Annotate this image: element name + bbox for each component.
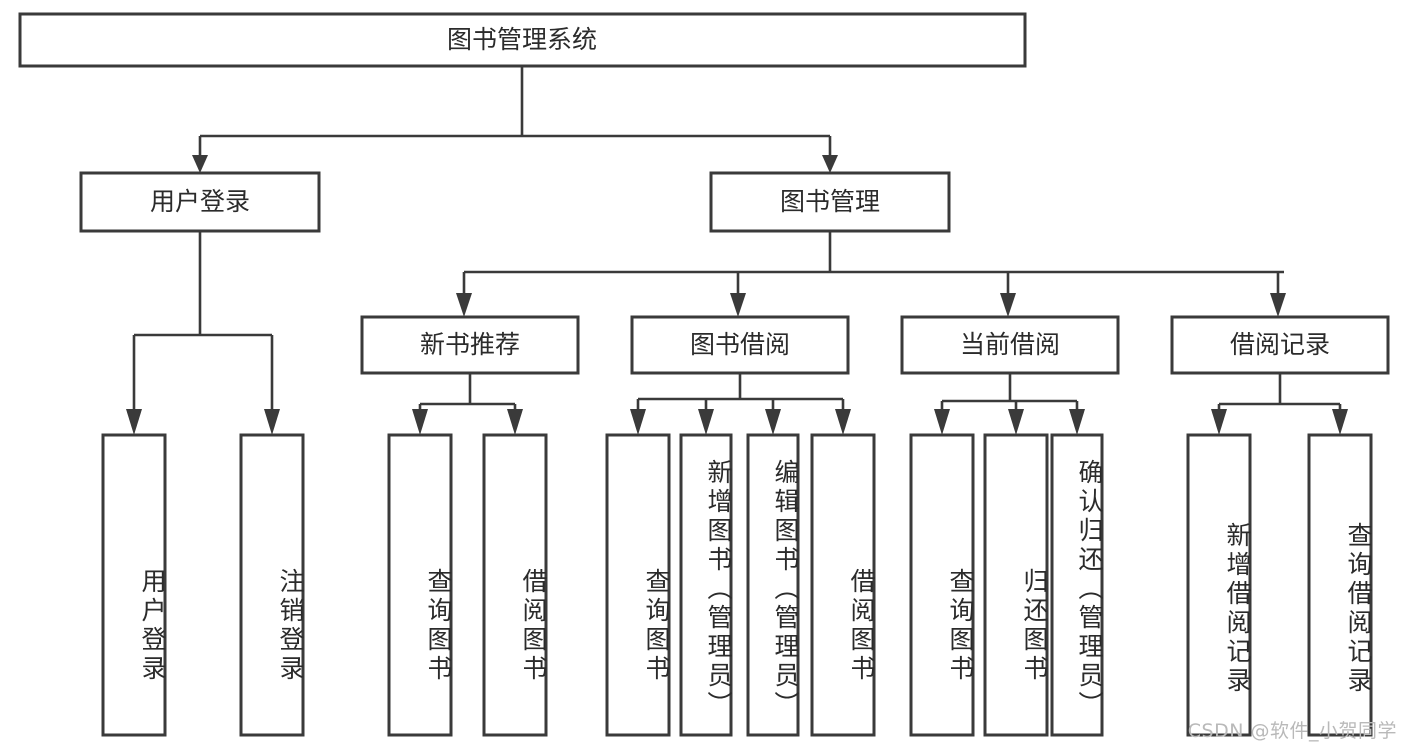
arrow-bm-c3 [1000, 293, 1016, 317]
arrow-bo-leaf1 [630, 409, 646, 435]
leaf-logout[interactable] [239, 433, 305, 737]
connector-layer [126, 66, 1348, 435]
arrow-cu-leaf3 [1069, 409, 1085, 435]
leaf-confirm-return-admin[interactable] [1050, 433, 1104, 737]
leaf-query-book-3[interactable] [909, 433, 975, 737]
leaf-return-book[interactable] [983, 433, 1049, 737]
arrow-nb-leaf1 [412, 409, 428, 435]
node-label-layer: 图书管理系统 用户登录 图书管理 新书推荐 图书借阅 当前借阅 借阅记录 [150, 25, 1330, 359]
leaf-query-borrow-record[interactable] [1307, 433, 1373, 737]
label-user-login: 用户登录 [150, 187, 250, 216]
leaf-add-borrow-record[interactable] [1186, 433, 1252, 737]
arrow-to-book-manage [822, 155, 838, 173]
arrow-cu-leaf1 [934, 409, 950, 435]
node-user-login[interactable] [79, 171, 321, 233]
leaf-borrow-book-2[interactable] [810, 433, 876, 737]
arrow-bo-leaf2 [698, 409, 714, 435]
label-book-management: 图书管理 [780, 187, 880, 216]
node-book-management[interactable] [709, 171, 951, 233]
arrow-cu-leaf2 [1008, 409, 1024, 435]
leaf-edit-book-admin[interactable] [746, 433, 800, 737]
leaf-query-book-1[interactable] [387, 433, 453, 737]
node-current-borrow[interactable] [900, 315, 1120, 375]
csdn-watermark: CSDN @软件_小贺同学 [1187, 720, 1397, 742]
arrow-ul-leaf1 [126, 409, 142, 435]
node-borrow-record[interactable] [1170, 315, 1390, 375]
leaf-user-login[interactable] [101, 433, 167, 737]
arrow-nb-leaf2 [507, 409, 523, 435]
leaf-add-book-admin[interactable] [679, 433, 733, 737]
node-new-book-recommend[interactable] [360, 315, 580, 375]
node-book-borrow[interactable] [630, 315, 850, 375]
label-new-book-recommend: 新书推荐 [420, 330, 520, 359]
label-book-borrow: 图书借阅 [690, 330, 790, 359]
arrow-re-leaf1 [1211, 409, 1227, 435]
leaf-borrow-book-1[interactable] [482, 433, 548, 737]
arrow-bo-leaf4 [835, 409, 851, 435]
node-box-layer [18, 12, 1390, 737]
arrow-re-leaf2 [1332, 409, 1348, 435]
arrow-bm-c1 [456, 293, 472, 317]
arrow-to-user-login [192, 155, 208, 173]
label-root: 图书管理系统 [447, 25, 597, 54]
arrow-bo-leaf3 [765, 409, 781, 435]
node-root[interactable] [18, 12, 1027, 68]
arrow-ul-leaf2 [264, 409, 280, 435]
arrow-bm-c4 [1270, 293, 1286, 317]
leaf-query-book-2[interactable] [605, 433, 671, 737]
label-current-borrow: 当前借阅 [960, 330, 1060, 359]
label-borrow-record: 借阅记录 [1230, 330, 1330, 359]
arrow-bm-c2 [730, 293, 746, 317]
